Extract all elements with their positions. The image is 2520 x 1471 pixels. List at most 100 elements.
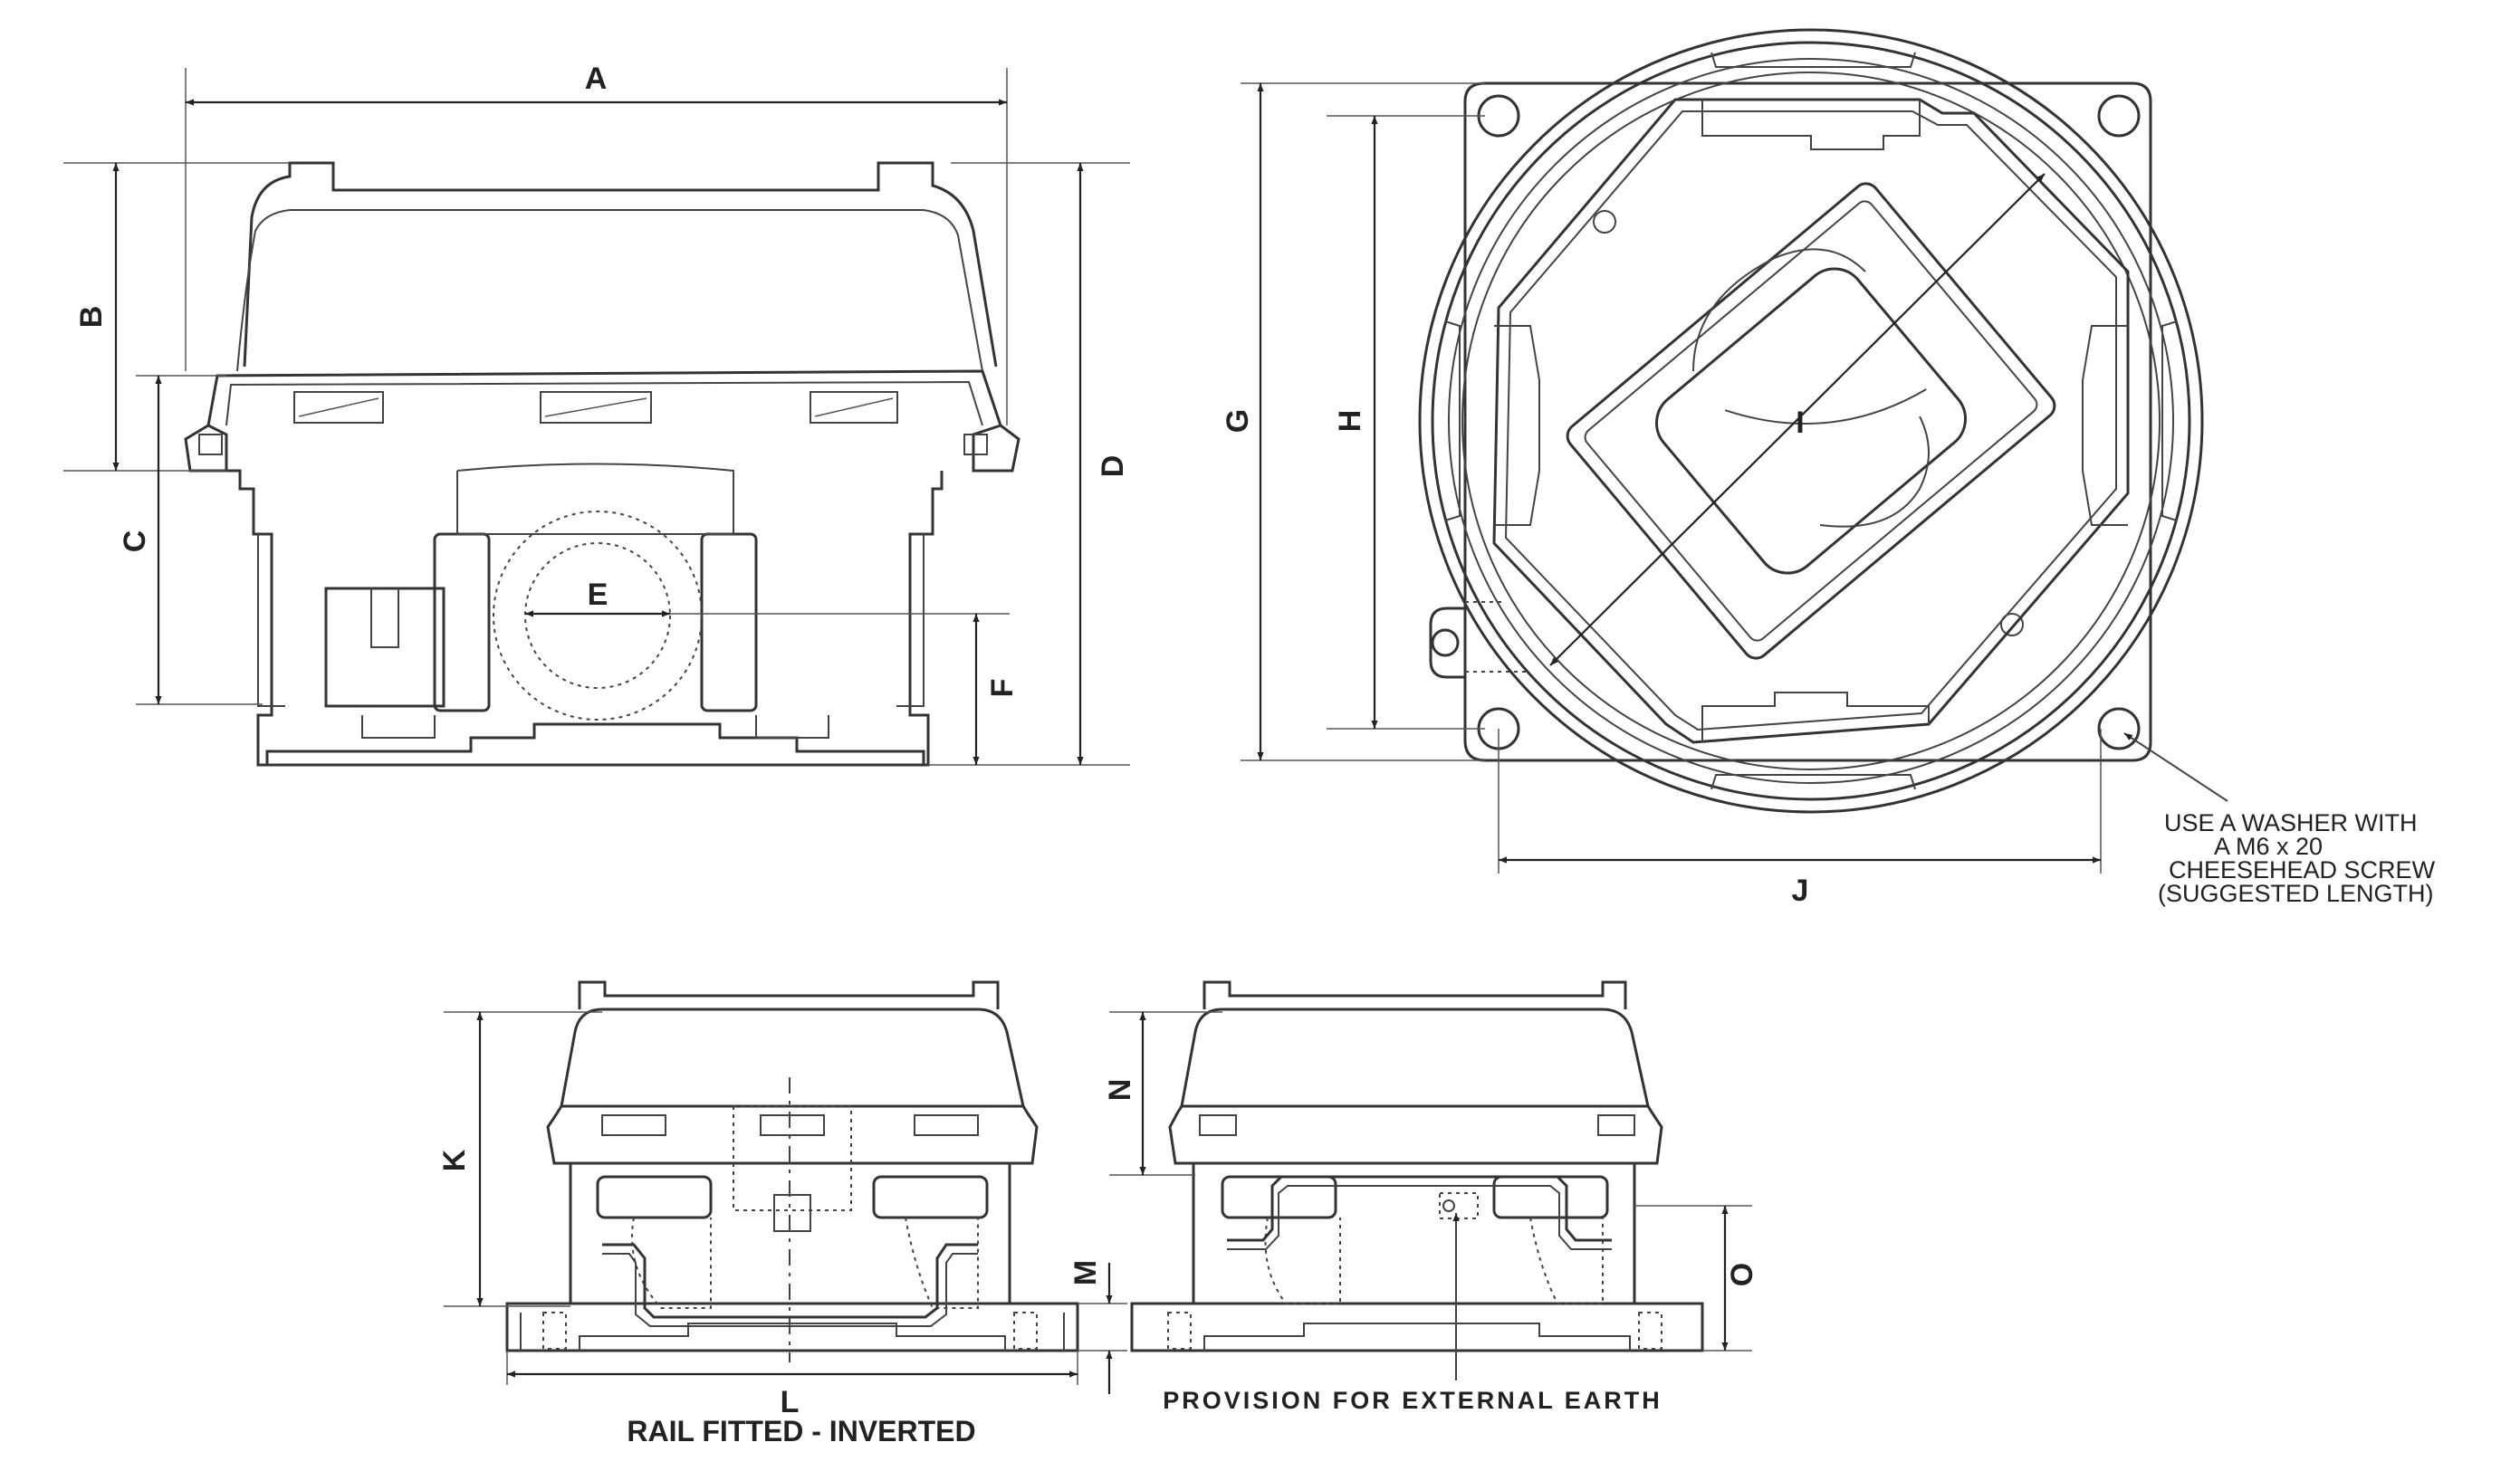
rail-terminal-hidden-left xyxy=(631,1217,712,1309)
fixing-hole-top-right xyxy=(2097,94,2141,138)
plan-device-body xyxy=(1566,182,2056,660)
rail-base-slot-right xyxy=(1013,1312,1038,1350)
front-body-inner xyxy=(257,534,925,707)
earth-din-rail-inner xyxy=(1227,1185,1612,1250)
front-flange-right xyxy=(972,424,1020,473)
front-centre-housing xyxy=(456,463,734,535)
label-c: C xyxy=(118,530,152,553)
label-m: M xyxy=(1068,1260,1103,1285)
label-f: F xyxy=(985,679,1020,698)
earth-base-steps xyxy=(1203,1323,1631,1351)
plan-bracket-bottom xyxy=(1701,692,1930,742)
front-vent-slots xyxy=(293,391,898,424)
front-terminal-block-left xyxy=(324,587,446,708)
earth-terminal-hidden-right xyxy=(1529,1217,1604,1304)
plan-bracket-right xyxy=(2082,325,2128,526)
rail-base-posts xyxy=(520,1313,1065,1351)
label-g: G xyxy=(1221,409,1255,433)
front-base-feet xyxy=(265,722,925,765)
plan-mounting-plate xyxy=(1463,81,2152,762)
label-l: L xyxy=(781,1385,800,1419)
label-o: O xyxy=(1725,1263,1759,1286)
washer-note: USE A WASHER WITH A M6 x 20 CHEESEHEAD S… xyxy=(2158,809,2436,907)
rail-terminal-right xyxy=(872,1175,989,1219)
label-k: K xyxy=(437,1149,472,1171)
earth-dimension-lines xyxy=(1109,1011,1752,1380)
label-d: D xyxy=(1096,455,1130,478)
plan-outer-ring xyxy=(1418,28,2204,814)
plan-view xyxy=(1418,28,2204,814)
external-earth-point xyxy=(1439,1192,1479,1219)
front-lid-inner xyxy=(236,209,983,372)
caption-external-earth: PROVISION FOR EXTERNAL EARTH xyxy=(1163,1387,1662,1414)
earth-din-rail xyxy=(1227,1175,1612,1242)
plan-inner-ring xyxy=(1448,58,2174,784)
front-lid-rim-inner xyxy=(225,380,983,426)
dim-i-line xyxy=(1549,173,2046,666)
label-j: J xyxy=(1792,874,1809,908)
front-lid-outline xyxy=(243,161,998,368)
plan-inner-ring-2 xyxy=(1461,72,2161,770)
earth-lid-rim xyxy=(1168,1104,1663,1165)
rail-lid-top xyxy=(578,980,1000,1009)
label-i: I xyxy=(1796,406,1804,440)
front-boss-right xyxy=(700,532,758,712)
din-rail-inverted xyxy=(602,1243,978,1319)
rail-lid-rim xyxy=(546,1104,1039,1165)
plan-device-arc xyxy=(1692,248,1866,372)
rail-terminal-hidden-right xyxy=(905,1217,979,1309)
plan-bracket-top xyxy=(1701,100,1921,150)
rail-base-steps xyxy=(579,1323,1006,1351)
external-earth-stud xyxy=(1442,1199,1455,1212)
plan-din-rail xyxy=(1492,98,2130,744)
fixing-lug-hole xyxy=(1431,628,1460,657)
label-h: H xyxy=(1333,410,1367,433)
earth-base-plate xyxy=(1130,1302,1704,1352)
rail-base-slot-left xyxy=(542,1312,567,1350)
front-elevation-view xyxy=(184,161,1020,767)
earth-terminal-right xyxy=(1492,1175,1609,1219)
rail-terminal-left xyxy=(596,1175,713,1219)
label-a: A xyxy=(585,62,608,96)
plan-dimension-lines xyxy=(1241,82,2228,874)
front-entry-circle-outer xyxy=(493,511,703,721)
plan-ring-slots xyxy=(1444,52,2178,790)
caption-rail-fitted: RAIL FITTED - INVERTED xyxy=(627,1415,975,1447)
dimension-labels: A B C D E F G H I J K L M N O xyxy=(74,62,1808,1419)
earth-vent-left xyxy=(1199,1114,1237,1136)
rail-fitted-view xyxy=(505,980,1079,1362)
rail-centre-housing xyxy=(733,1105,852,1211)
front-dimension-lines xyxy=(63,68,1130,766)
rail-lid-outline xyxy=(560,1008,1025,1107)
earth-terminal-hidden-left xyxy=(1264,1217,1341,1304)
fixing-hole-bottom-right xyxy=(2097,707,2141,750)
label-n: N xyxy=(1103,1079,1137,1102)
rail-centre-block xyxy=(773,1194,811,1232)
earth-base-slot-left xyxy=(1167,1312,1192,1350)
plan-din-rail-inner xyxy=(1504,110,2117,731)
earth-side-view xyxy=(1130,980,1704,1352)
washer-note-line-4: (SUGGESTED LENGTH) xyxy=(2158,880,2434,907)
front-flange-left xyxy=(184,424,228,473)
washer-note-line-3: CHEESEHEAD SCREW xyxy=(2169,856,2436,884)
label-e: E xyxy=(588,578,608,612)
washer-note-line-1: USE A WASHER WITH xyxy=(2164,809,2418,836)
plan-bracket-left xyxy=(1494,325,1540,526)
washer-note-line-2: A M6 x 20 xyxy=(2214,833,2323,860)
front-lid-rim xyxy=(206,369,1002,426)
front-flange-tab-left xyxy=(198,434,223,455)
rail-dimension-lines xyxy=(444,1011,1127,1394)
earth-lid-outline xyxy=(1180,1008,1650,1107)
plan-outer-ring-2 xyxy=(1431,41,2191,801)
label-b: B xyxy=(74,306,109,329)
rail-vent-slots xyxy=(601,1114,979,1136)
fixing-lug-left xyxy=(1429,607,1465,679)
earth-vent-right xyxy=(1597,1114,1635,1136)
front-entry-circle-inner xyxy=(524,542,671,689)
front-lower-feet xyxy=(361,715,829,739)
washer-leader xyxy=(2123,732,2228,802)
earth-lid-top xyxy=(1203,980,1627,1009)
earth-base-slot-right xyxy=(1638,1312,1662,1350)
front-body-outline xyxy=(226,469,944,767)
